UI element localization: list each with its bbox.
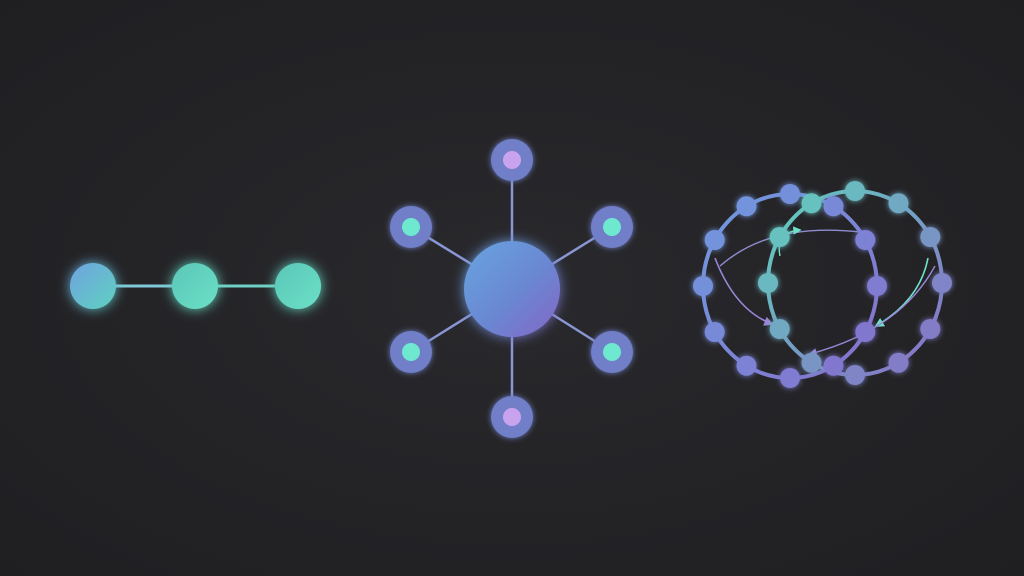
ring-2-node: [888, 352, 909, 373]
star-leaf-core: [603, 218, 621, 236]
ring-2-node: [801, 193, 822, 214]
ring-2-node: [888, 193, 909, 214]
star-hub-node: [464, 241, 560, 337]
ring-2-node: [845, 181, 865, 201]
ring-1-node: [855, 322, 876, 342]
star-leaf-core: [503, 151, 521, 169]
ring-2-node: [769, 227, 790, 247]
ring-1-node: [704, 322, 725, 342]
ring-arrow: [808, 265, 936, 357]
ring-arrow: [714, 257, 774, 326]
ring-2-node: [920, 227, 941, 247]
chain-node: [275, 263, 321, 309]
ring-2-node: [932, 273, 952, 293]
ring-2-node: [845, 365, 865, 385]
star-leaf-core: [402, 343, 420, 361]
ring-1-node: [736, 355, 757, 376]
chain-node: [172, 263, 218, 309]
ring-1-node: [823, 355, 844, 376]
ring-1-node: [855, 230, 876, 250]
ring-2-node: [801, 352, 822, 373]
ring-2-node: [769, 319, 790, 339]
star-leaves: [390, 139, 633, 438]
chain-diagram: [70, 263, 321, 309]
chain-node: [70, 263, 116, 309]
ring-1-node: [867, 276, 887, 296]
ring-1-node: [736, 196, 757, 217]
star-leaf-core: [603, 343, 621, 361]
ring-1-node: [823, 196, 844, 217]
ring-1-node: [704, 230, 725, 250]
ring-1-node: [780, 184, 800, 204]
rings-diagram: [693, 181, 952, 388]
ring-2-node: [758, 273, 778, 293]
star-leaf-core: [503, 408, 521, 426]
ring-2-node: [920, 319, 941, 339]
ring-1-node: [780, 368, 800, 388]
ring-arrows: [714, 226, 936, 357]
ring-nodes: [693, 181, 952, 388]
ring-1-node: [693, 276, 713, 296]
star-leaf-core: [402, 218, 420, 236]
star-diagram: [390, 139, 633, 438]
ring-arrow: [719, 229, 861, 267]
